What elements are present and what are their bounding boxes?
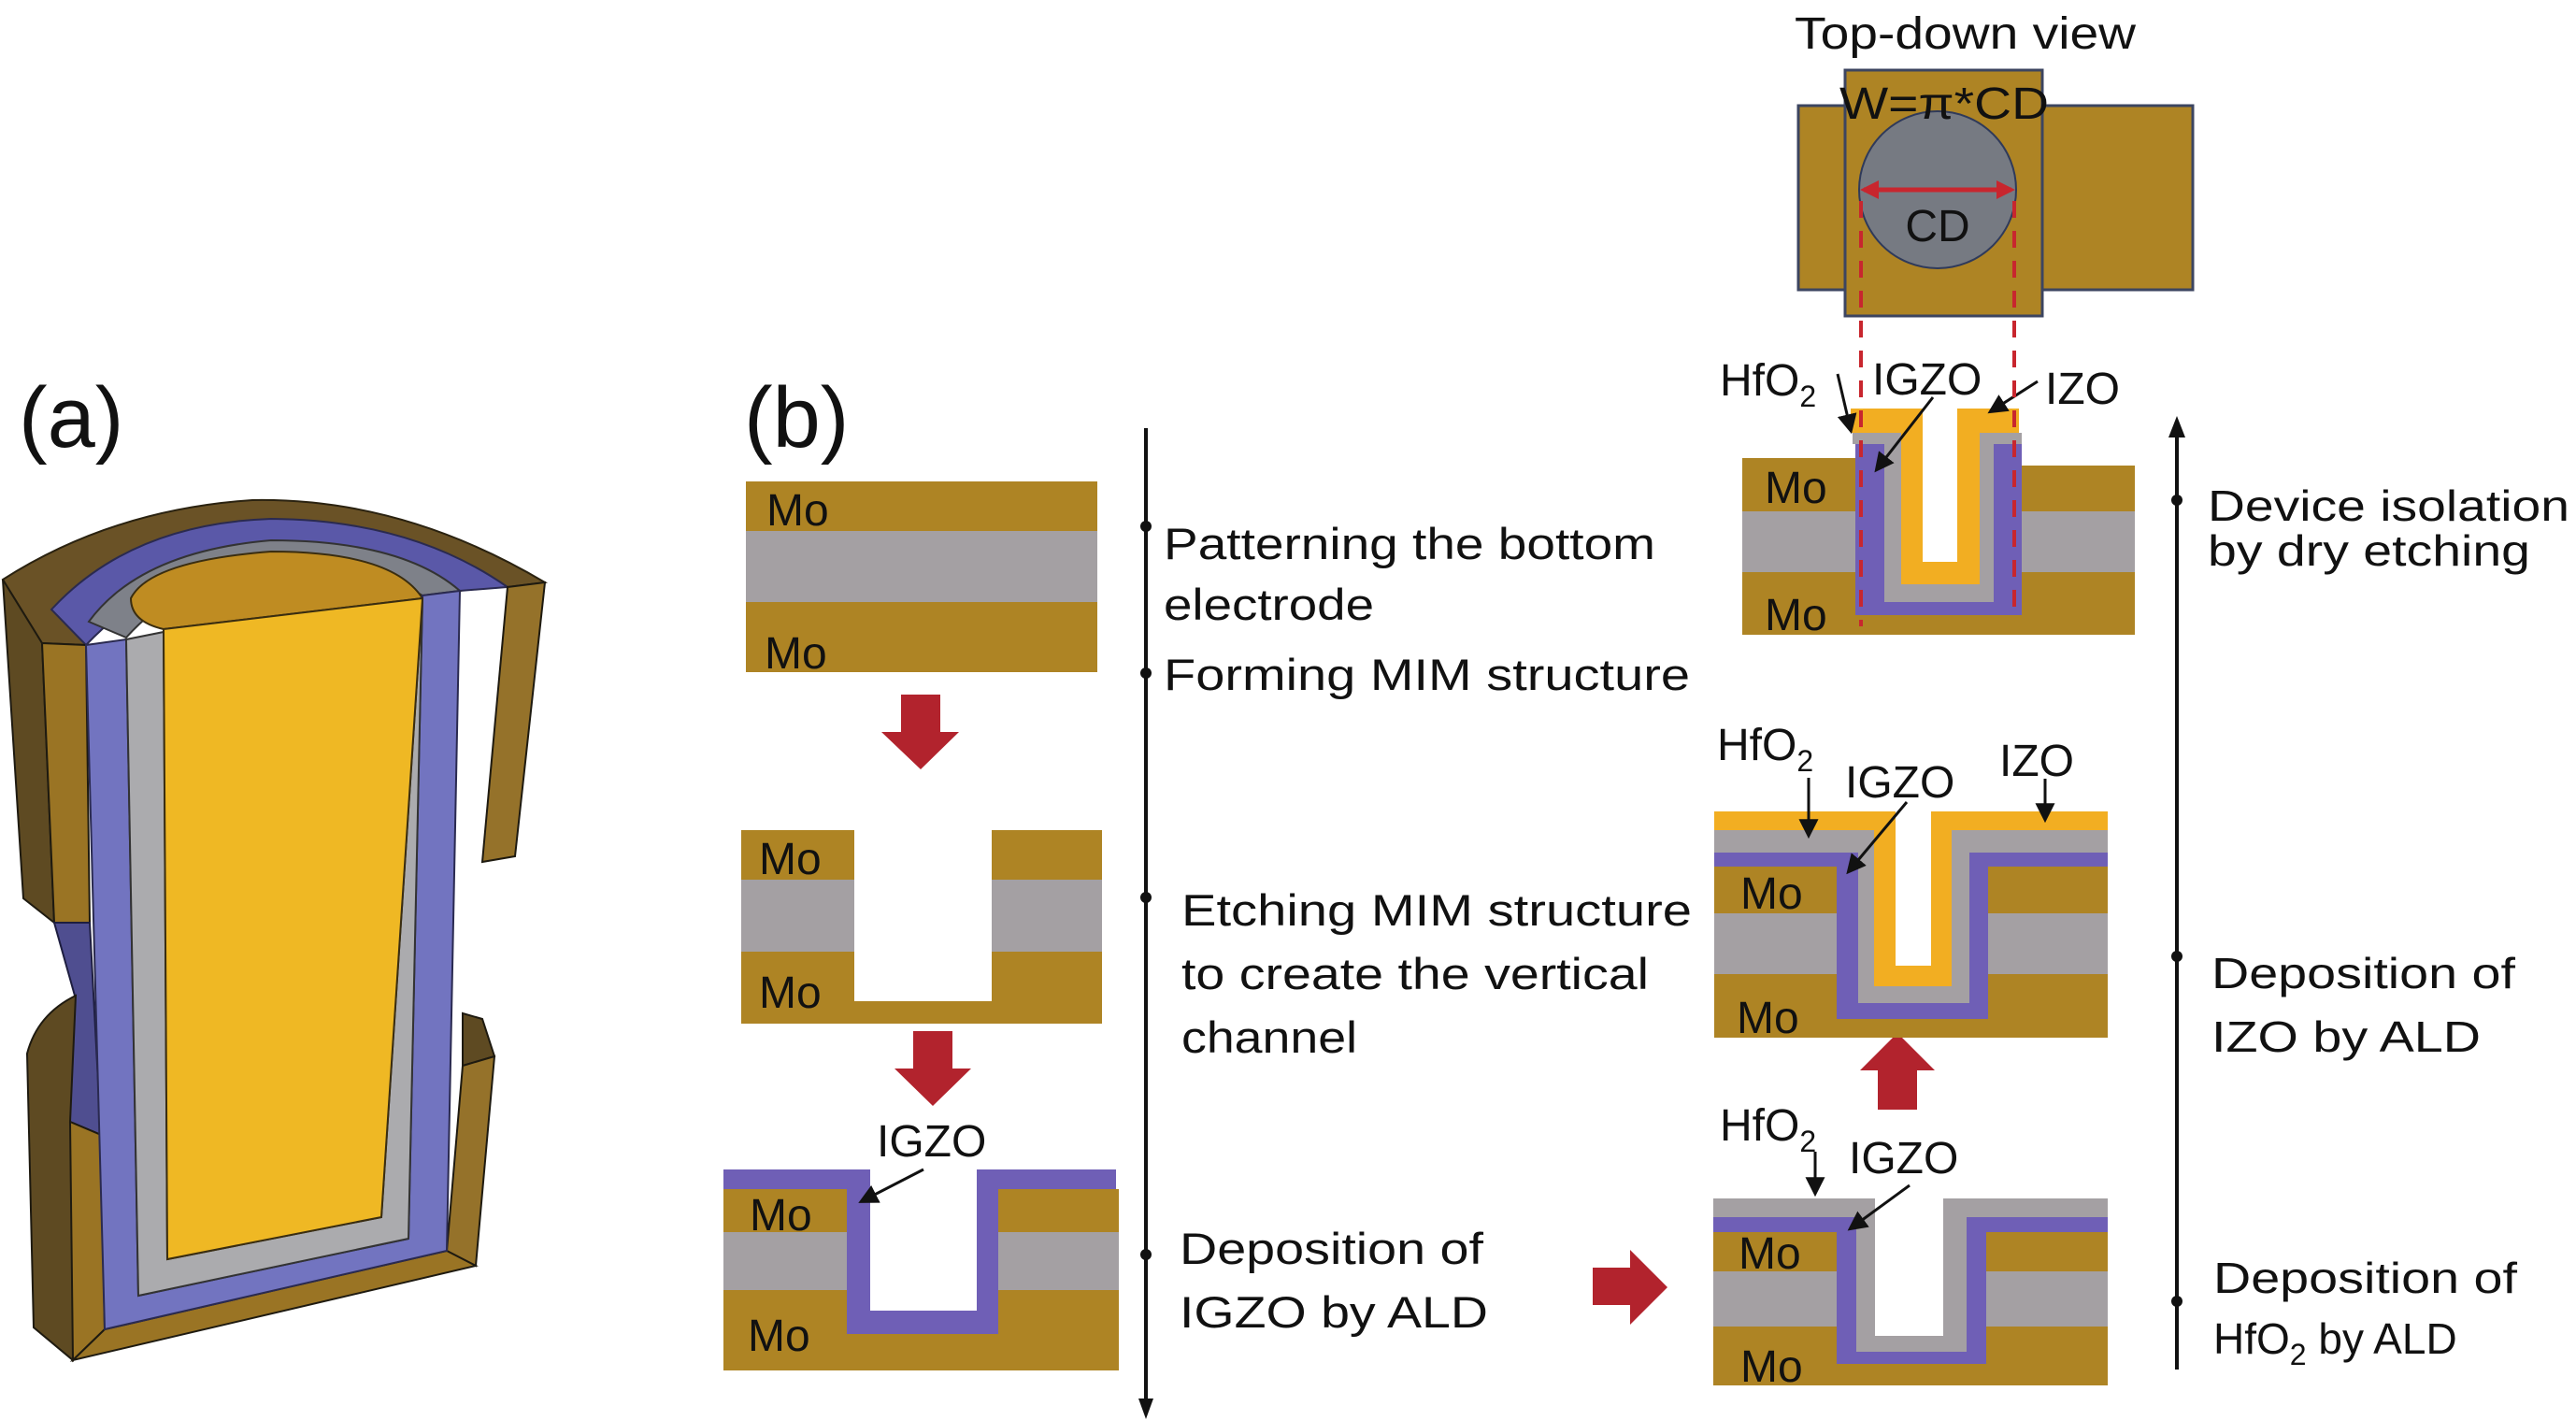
mo-bottom-layer: [746, 602, 1097, 672]
insulator-left: [1742, 511, 1856, 572]
igzo-pointer-arrow: [1874, 396, 1935, 473]
mo-label: Mo: [748, 1312, 810, 1361]
mo-label: Mo: [1737, 994, 1799, 1043]
trench-opening: [1923, 402, 1957, 562]
diagram-hfo2-deposited: Mo Mo HfO2 IGZO: [1713, 1101, 2108, 1392]
timeline-arrowhead-down: [1138, 1398, 1153, 1419]
cylinder-izo-core: [162, 596, 424, 1261]
trench-opening: [1896, 804, 1931, 966]
step-text-line: channel: [1181, 1012, 1357, 1062]
panel-b-label: (b): [744, 370, 849, 466]
step-text-line: IZO by ALD: [2211, 1012, 2481, 1061]
left-step-texts: Patterning the bottom electrode Forming …: [1164, 519, 1692, 1337]
process-arrow-down: [881, 695, 959, 769]
step-text-line: Deposition of: [2211, 949, 2515, 997]
diagram-mim-stack: Mo Mo: [746, 481, 1097, 679]
insulator-layer: [746, 531, 1097, 602]
izo-label: IZO: [2045, 365, 2120, 414]
hfo2-label: HfO2: [1720, 356, 1816, 413]
mo-label: Mo: [1739, 1229, 1801, 1279]
hfo2-label-subscript: 2: [1799, 1125, 1816, 1158]
mo-label: Mo: [759, 835, 822, 884]
cylinder-top-izo-cap: [129, 550, 424, 631]
mo-top-layer: [746, 481, 1097, 531]
timeline-bullet: [2171, 951, 2182, 962]
process-arrow-right: [1593, 1250, 1667, 1325]
hfo2-label: HfO2: [1720, 1101, 1816, 1158]
igzo-layer: [1713, 1217, 2108, 1364]
timeline-bullet: [1140, 521, 1152, 532]
hfo2-label-base: HfO: [1720, 1101, 1799, 1151]
mo-label: Mo: [1765, 591, 1827, 640]
hfo2-label-subscript: 2: [1799, 380, 1816, 413]
igzo-layer: [723, 1169, 1116, 1334]
igzo-pointer-arrow: [1847, 1183, 1911, 1231]
mo-label: Mo: [759, 968, 822, 1018]
step-text-line: Deposition of: [2213, 1254, 2517, 1302]
process-arrow-down: [894, 1031, 971, 1106]
izo-label: IZO: [1999, 737, 2074, 786]
mo-label: Mo: [765, 629, 827, 679]
diagram-isolated-device: Mo Mo HfO2 IGZO IZO: [1720, 355, 2135, 640]
cylinder-upper-mo-right-face: [480, 581, 547, 864]
mo-label: Mo: [766, 486, 829, 536]
hfo2-base: HfO: [2213, 1314, 2290, 1363]
igzo-label: IGZO: [1849, 1134, 1958, 1183]
hfo2-label: HfO2: [1717, 721, 1813, 778]
insulator-right: [2021, 511, 2135, 572]
step-text-line: by dry etching: [2208, 526, 2530, 575]
panel-a-label: (a): [19, 370, 123, 466]
cd-label: CD: [1905, 202, 1969, 251]
step-text-line: Patterning the bottom: [1164, 519, 1655, 568]
igzo-label: IGZO: [1872, 355, 1982, 405]
process-arrow-up: [1860, 1033, 1935, 1110]
timeline-bullet: [2171, 495, 2182, 506]
step-text-line: IGZO by ALD: [1180, 1287, 1488, 1337]
hfo2-label-subscript: 2: [1796, 744, 1813, 778]
hfo2-rest: by ALD: [2307, 1314, 2457, 1363]
step-text-line: HfO2 by ALD: [2213, 1314, 2457, 1371]
diagram-izo-deposited: Mo Mo HfO2 IGZO IZO: [1714, 721, 2108, 1043]
hfo2-subscript: 2: [2290, 1338, 2307, 1371]
left-timeline: [1138, 428, 1153, 1419]
step-text-line: Etching MIM structure: [1181, 885, 1692, 935]
insulator-left: [741, 880, 854, 952]
cylinder-lower-mo-right-face: [445, 1054, 496, 1268]
top-down-view: Top-down view W=π*CD CD: [1795, 9, 2195, 626]
diagram-igzo-deposited: Mo Mo IGZO: [723, 1117, 1119, 1370]
diagram-etched-trench: Mo Mo: [741, 830, 1102, 1024]
hfo2-label-base: HfO: [1717, 721, 1796, 770]
top-down-title: Top-down view: [1795, 9, 2136, 59]
mo-label: Mo: [1765, 464, 1827, 513]
igzo-pointer-arrow: [858, 1168, 924, 1203]
igzo-pointer-arrow: [1846, 801, 1909, 875]
right-step-texts: Device isolation by dry etching Depositi…: [2208, 481, 2569, 1371]
igzo-label: IGZO: [877, 1117, 986, 1167]
trench-opening: [1875, 1187, 1943, 1336]
hfo2-pointer-arrow: [1836, 373, 1857, 435]
step-text-line: Device isolation: [2208, 481, 2569, 530]
step-text-line: Deposition of: [1180, 1224, 1484, 1273]
width-formula: W=π*CD: [1839, 79, 2049, 129]
mo-label: Mo: [1740, 1342, 1803, 1392]
igzo-label: IGZO: [1845, 758, 1954, 808]
mo-layers: [741, 830, 1102, 1024]
timeline-bullet: [2171, 1296, 2182, 1307]
step-text-line: Forming MIM structure: [1164, 650, 1690, 699]
timeline-bullet: [1140, 1249, 1152, 1260]
step-text-line: to create the vertical: [1181, 949, 1649, 998]
step-text-line: electrode: [1164, 580, 1374, 629]
trench-opening: [870, 1169, 977, 1311]
insulator-right: [992, 880, 1102, 952]
hfo2-label-base: HfO: [1720, 356, 1799, 406]
cylinder-3d-model: [1, 498, 549, 1363]
right-timeline: [2168, 416, 2185, 1370]
timeline-arrowhead-up: [2168, 416, 2185, 437]
timeline-bullet: [1140, 892, 1152, 903]
mo-label: Mo: [1740, 869, 1803, 919]
mo-label: Mo: [750, 1191, 812, 1241]
timeline-bullet: [1140, 667, 1152, 679]
